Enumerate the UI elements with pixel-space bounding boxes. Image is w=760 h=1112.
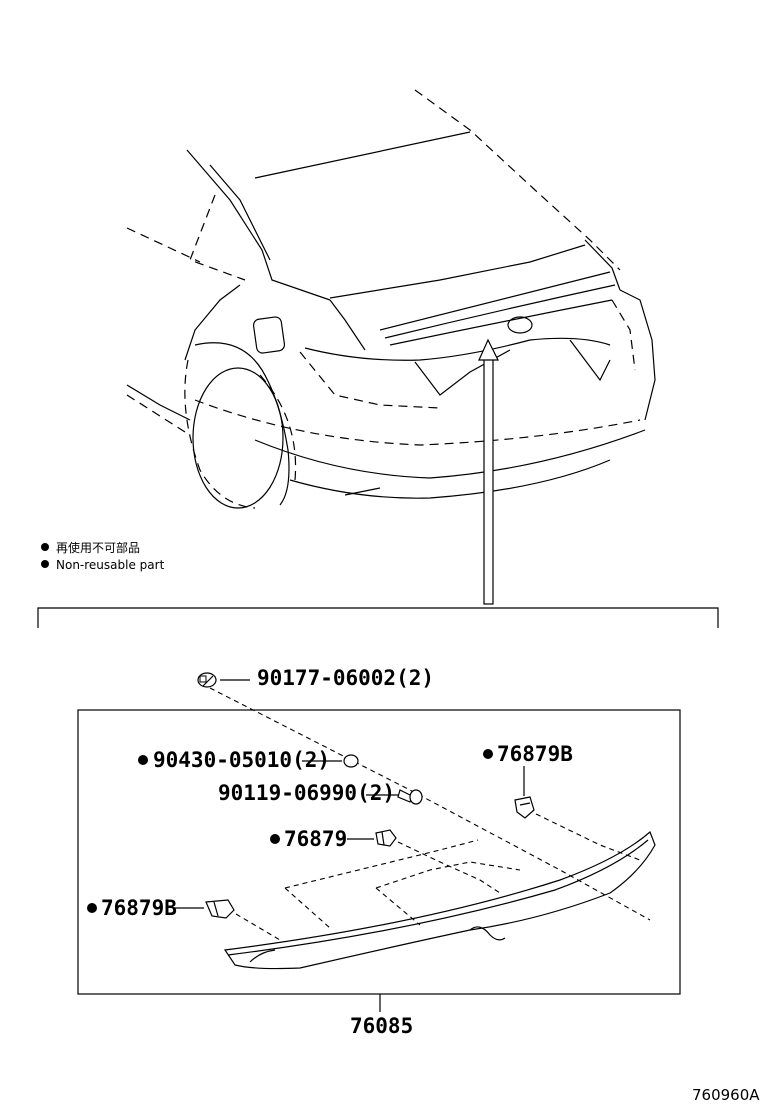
non-reusable-marker [87, 903, 97, 913]
clip-icon [205, 899, 235, 919]
assembly-frame [77, 709, 681, 995]
part-number-90119: 90119-06990(2) [218, 781, 395, 805]
part-number-90430: 90430-05010(2) [153, 748, 330, 772]
non-reusable-marker [270, 834, 280, 844]
legend: 再使用不可部品 Non-reusable part [41, 540, 165, 572]
legend-text-ja: 再使用不可部品 [56, 540, 140, 555]
part-number-76879: 76879 [284, 827, 347, 851]
part-number-76085: 76085 [350, 1014, 413, 1038]
non-reusable-marker [483, 749, 493, 759]
part-number-76879b-left: 76879B [101, 896, 177, 920]
figure-id: 760960A [692, 1086, 760, 1104]
part-number-90177: 90177-06002(2) [257, 666, 434, 690]
spoiler-assembly [223, 830, 656, 970]
clip-icon [514, 796, 535, 819]
clip-icon [375, 829, 397, 847]
non-reusable-marker [138, 755, 148, 765]
screw-icon [197, 672, 217, 688]
bolt-icon [397, 789, 423, 805]
legend-text-en: Non-reusable part [56, 558, 165, 572]
non-reusable-marker [41, 560, 49, 568]
callout-arrow [478, 338, 499, 605]
detail-bracket [37, 607, 719, 628]
nut-icon [343, 754, 359, 768]
part-number-76879b-right: 76879B [497, 742, 573, 766]
non-reusable-marker [41, 543, 49, 551]
car-rear-illustration [126, 89, 656, 509]
